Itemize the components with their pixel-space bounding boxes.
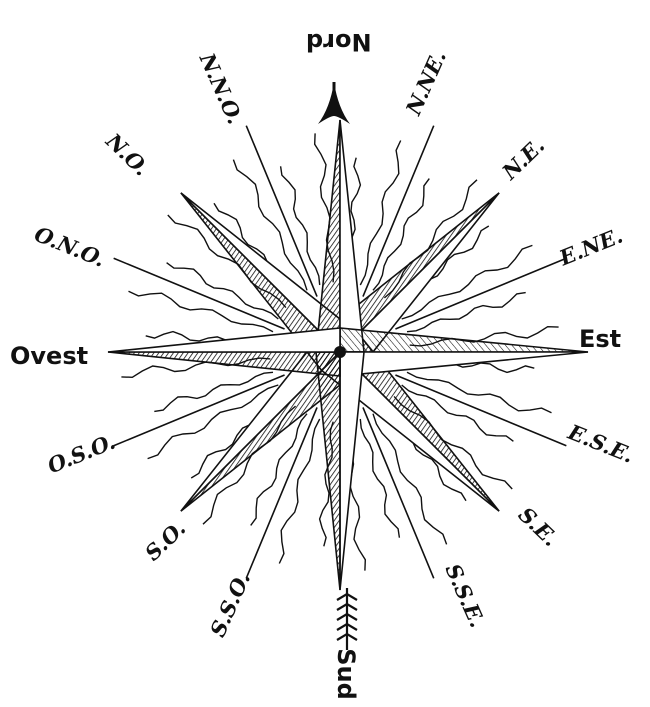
wavy-ray	[279, 419, 319, 564]
wavy-ray	[281, 166, 320, 285]
wavy-ray	[407, 293, 526, 332]
north-point-dark	[316, 120, 340, 352]
south-point-light	[316, 352, 340, 590]
wavy-ray	[360, 141, 400, 286]
north-point-light	[340, 120, 364, 352]
label-est: Est	[579, 327, 621, 351]
wavy-ray	[129, 291, 274, 331]
label-sud: Sud	[334, 648, 358, 700]
center-hub	[334, 346, 346, 358]
wavy-ray	[360, 419, 399, 538]
west-point-dark	[108, 352, 340, 376]
label-nord: Nord	[306, 30, 372, 54]
wavy-ray	[407, 372, 552, 412]
wavy-ray	[154, 372, 273, 411]
east-point-light	[340, 352, 588, 376]
west-point-light	[108, 328, 340, 352]
label-ovest: Ovest	[10, 344, 88, 368]
south-point-dark	[340, 352, 364, 590]
south-feather-icon	[337, 588, 357, 650]
east-point-dark	[340, 328, 588, 352]
